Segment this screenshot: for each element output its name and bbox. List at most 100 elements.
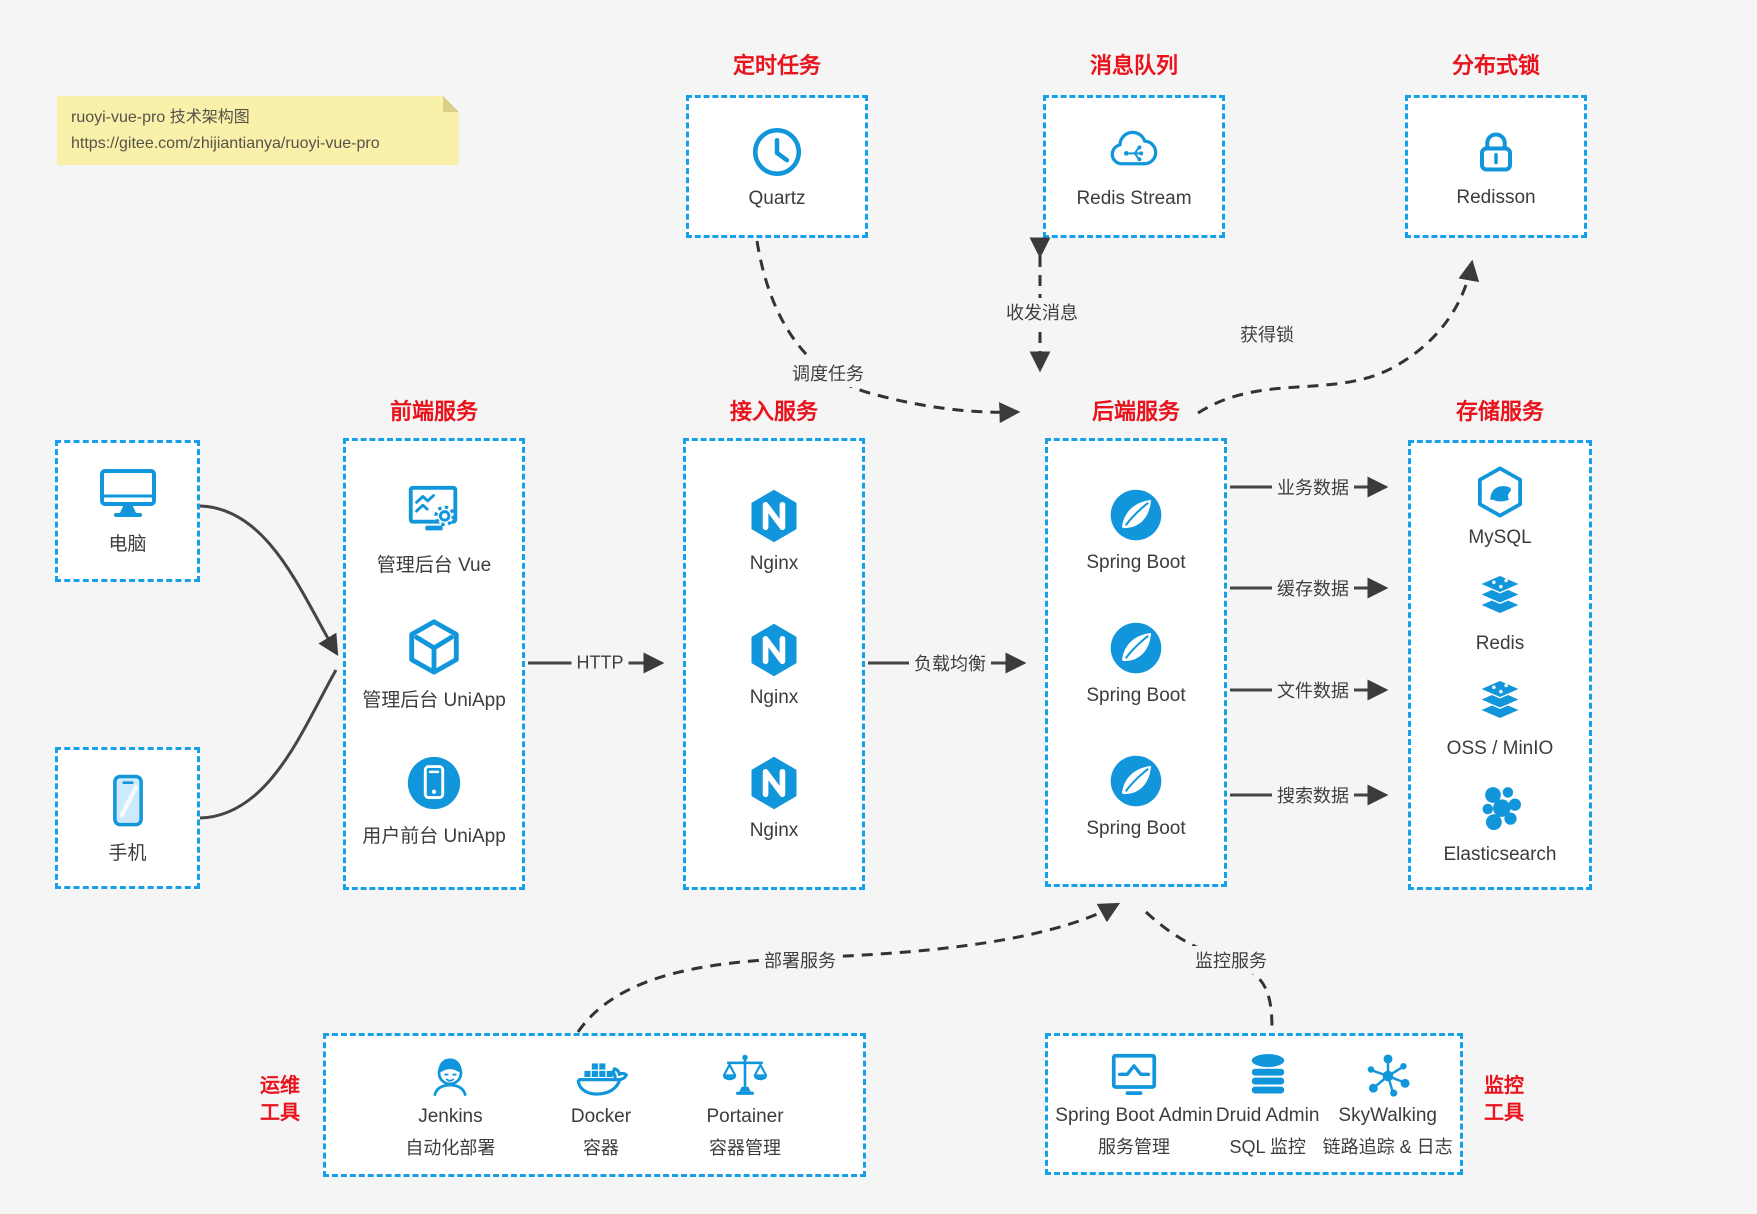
- component-admin-vue: 管理后台 Vue: [377, 481, 491, 577]
- nginx-icon: [751, 623, 797, 676]
- component-label: MySQL: [1468, 526, 1532, 548]
- edge-deploy: [576, 902, 1121, 1033]
- monitor-side-line2: 工具: [1484, 1102, 1524, 1124]
- tool-desc: 服务管理: [1097, 1136, 1170, 1157]
- jenkins-icon: [433, 1057, 468, 1096]
- ops-side-title: 运维 工具: [248, 1073, 312, 1127]
- component-springboot-3: Spring Boot: [1086, 751, 1186, 840]
- elasticsearch-icon: [1482, 787, 1521, 831]
- component-label: Redis: [1475, 632, 1525, 654]
- ops-side-line1: 运维: [260, 1075, 300, 1097]
- spring-icon: [1110, 489, 1162, 541]
- client-phone: 手机: [100, 771, 156, 865]
- component-redis-stream: Redis Stream: [1076, 123, 1192, 210]
- network-nodes-icon: [1367, 1053, 1410, 1097]
- lock-icon: [1479, 132, 1513, 172]
- component-label: Nginx: [749, 552, 799, 574]
- component-label: OSS / MinIO: [1446, 738, 1554, 760]
- tool-portainer: Portainer 容器管理: [706, 1051, 784, 1160]
- edge-label-deploy: 部署服务: [759, 946, 841, 974]
- component-label: Spring Boot: [1086, 552, 1186, 573]
- redis-stream-box: Redis Stream: [1043, 95, 1225, 238]
- tool-spring-boot-admin: Spring Boot Admin 服务管理: [1055, 1050, 1213, 1159]
- note-fold-corner: [443, 96, 459, 112]
- pc-client-box: 电脑: [55, 440, 200, 582]
- component-nginx-3: Nginx: [744, 753, 804, 842]
- docker-icon: [576, 1062, 628, 1096]
- column-title-gateway: 接入服务: [729, 399, 818, 424]
- redis-stack-icon: [1478, 574, 1522, 615]
- component-label: 管理后台 UniApp: [362, 690, 506, 711]
- client-pc: 电脑: [96, 466, 160, 556]
- component-elasticsearch: Elasticsearch: [1444, 781, 1557, 866]
- cloud-network-icon: [1110, 130, 1158, 166]
- group-title-lock: 分布式锁: [1451, 53, 1540, 78]
- component-springboot-2: Spring Boot: [1086, 618, 1186, 707]
- smartphone-icon: [112, 774, 143, 827]
- ops-tools-box: Jenkins 自动化部署 Docker 容器: [323, 1033, 866, 1177]
- group-title-queue: 消息队列: [1089, 53, 1178, 78]
- mysql-icon: [1477, 466, 1523, 518]
- column-title-storage: 存储服务: [1455, 399, 1544, 424]
- edge-pc-to-frontend: [199, 504, 339, 657]
- edge-phone-to-frontend: [199, 669, 338, 820]
- tool-desc: 链路追踪 & 日志: [1322, 1136, 1453, 1157]
- client-label: 电脑: [108, 534, 147, 555]
- edge-label-load-balance: 负载均衡: [909, 649, 991, 677]
- component-label: Spring Boot: [1086, 685, 1186, 706]
- frontend-box: 管理后台 Vue 管理后台 UniApp 用户前台 UniApp: [343, 438, 525, 890]
- nginx-icon: [751, 489, 797, 542]
- quartz-box: Quartz: [686, 95, 868, 238]
- spring-icon: [1110, 622, 1162, 674]
- tool-name: Jenkins: [418, 1105, 483, 1127]
- component-label: Nginx: [749, 820, 799, 842]
- edge-label-monitor: 监控服务: [1190, 946, 1272, 974]
- component-label: 用户前台 UniApp: [362, 825, 506, 847]
- monitor-tools-box: Spring Boot Admin 服务管理 Druid Admin SQL 监…: [1045, 1033, 1463, 1175]
- component-label: 管理后台 Vue: [376, 554, 492, 576]
- tool-name: Spring Boot Admin: [1055, 1104, 1213, 1126]
- oss-stack-icon: [1478, 679, 1522, 720]
- component-redis: Redis: [1472, 570, 1528, 655]
- tool-desc: 容器: [582, 1137, 619, 1158]
- column-title-backend: 后端服务: [1091, 399, 1180, 424]
- uniapp-cube-icon: [409, 619, 459, 675]
- tool-desc: 自动化部署: [405, 1137, 496, 1158]
- tool-docker: Docker 容器: [571, 1051, 631, 1160]
- tool-desc: SQL 监控: [1229, 1136, 1306, 1157]
- component-quartz: Quartz: [748, 123, 806, 210]
- note-line2: https://gitee.com/zhijiantianya/ruoyi-vu…: [71, 134, 380, 152]
- component-label: Quartz: [748, 188, 806, 209]
- tool-name: Druid Admin: [1215, 1104, 1320, 1126]
- component-label: Spring Boot: [1086, 818, 1186, 839]
- component-nginx-1: Nginx: [744, 486, 804, 575]
- component-label: Redis Stream: [1076, 188, 1192, 209]
- tool-name: SkyWalking: [1338, 1104, 1437, 1126]
- tool-skywalking: SkyWalking 链路追踪 & 日志: [1323, 1050, 1453, 1159]
- edge-label-data-business: 业务数据: [1272, 473, 1354, 501]
- tool-jenkins: Jenkins 自动化部署: [405, 1051, 495, 1160]
- edge-label-data-cache: 缓存数据: [1272, 574, 1354, 602]
- desktop-icon: [99, 469, 156, 517]
- redisson-box: Redisson: [1405, 95, 1587, 238]
- spring-icon: [1110, 755, 1162, 807]
- edge-label-http: HTTP: [571, 651, 629, 675]
- gateway-box: Nginx Nginx Nginx: [683, 438, 865, 890]
- edge-label-data-file: 文件数据: [1272, 676, 1354, 704]
- component-admin-uniapp: 管理后台 UniApp: [362, 616, 506, 712]
- user-app-icon: [407, 756, 461, 809]
- monitor-pulse-icon: [1111, 1053, 1157, 1095]
- ops-side-line2: 工具: [260, 1102, 300, 1124]
- edge-label-message: 收发消息: [1001, 298, 1083, 326]
- component-user-uniapp: 用户前台 UniApp: [362, 752, 506, 848]
- edge-label-lock: 获得锁: [1235, 320, 1299, 348]
- phone-client-box: 手机: [55, 747, 200, 889]
- component-mysql: MySQL: [1468, 464, 1532, 549]
- nginx-icon: [751, 757, 797, 810]
- component-springboot-1: Spring Boot: [1086, 485, 1186, 574]
- edge-label-data-search: 搜索数据: [1272, 781, 1354, 809]
- edge-label-schedule: 调度任务: [787, 359, 869, 387]
- portainer-icon: [722, 1054, 768, 1095]
- component-oss-minio: OSS / MinIO: [1446, 675, 1554, 760]
